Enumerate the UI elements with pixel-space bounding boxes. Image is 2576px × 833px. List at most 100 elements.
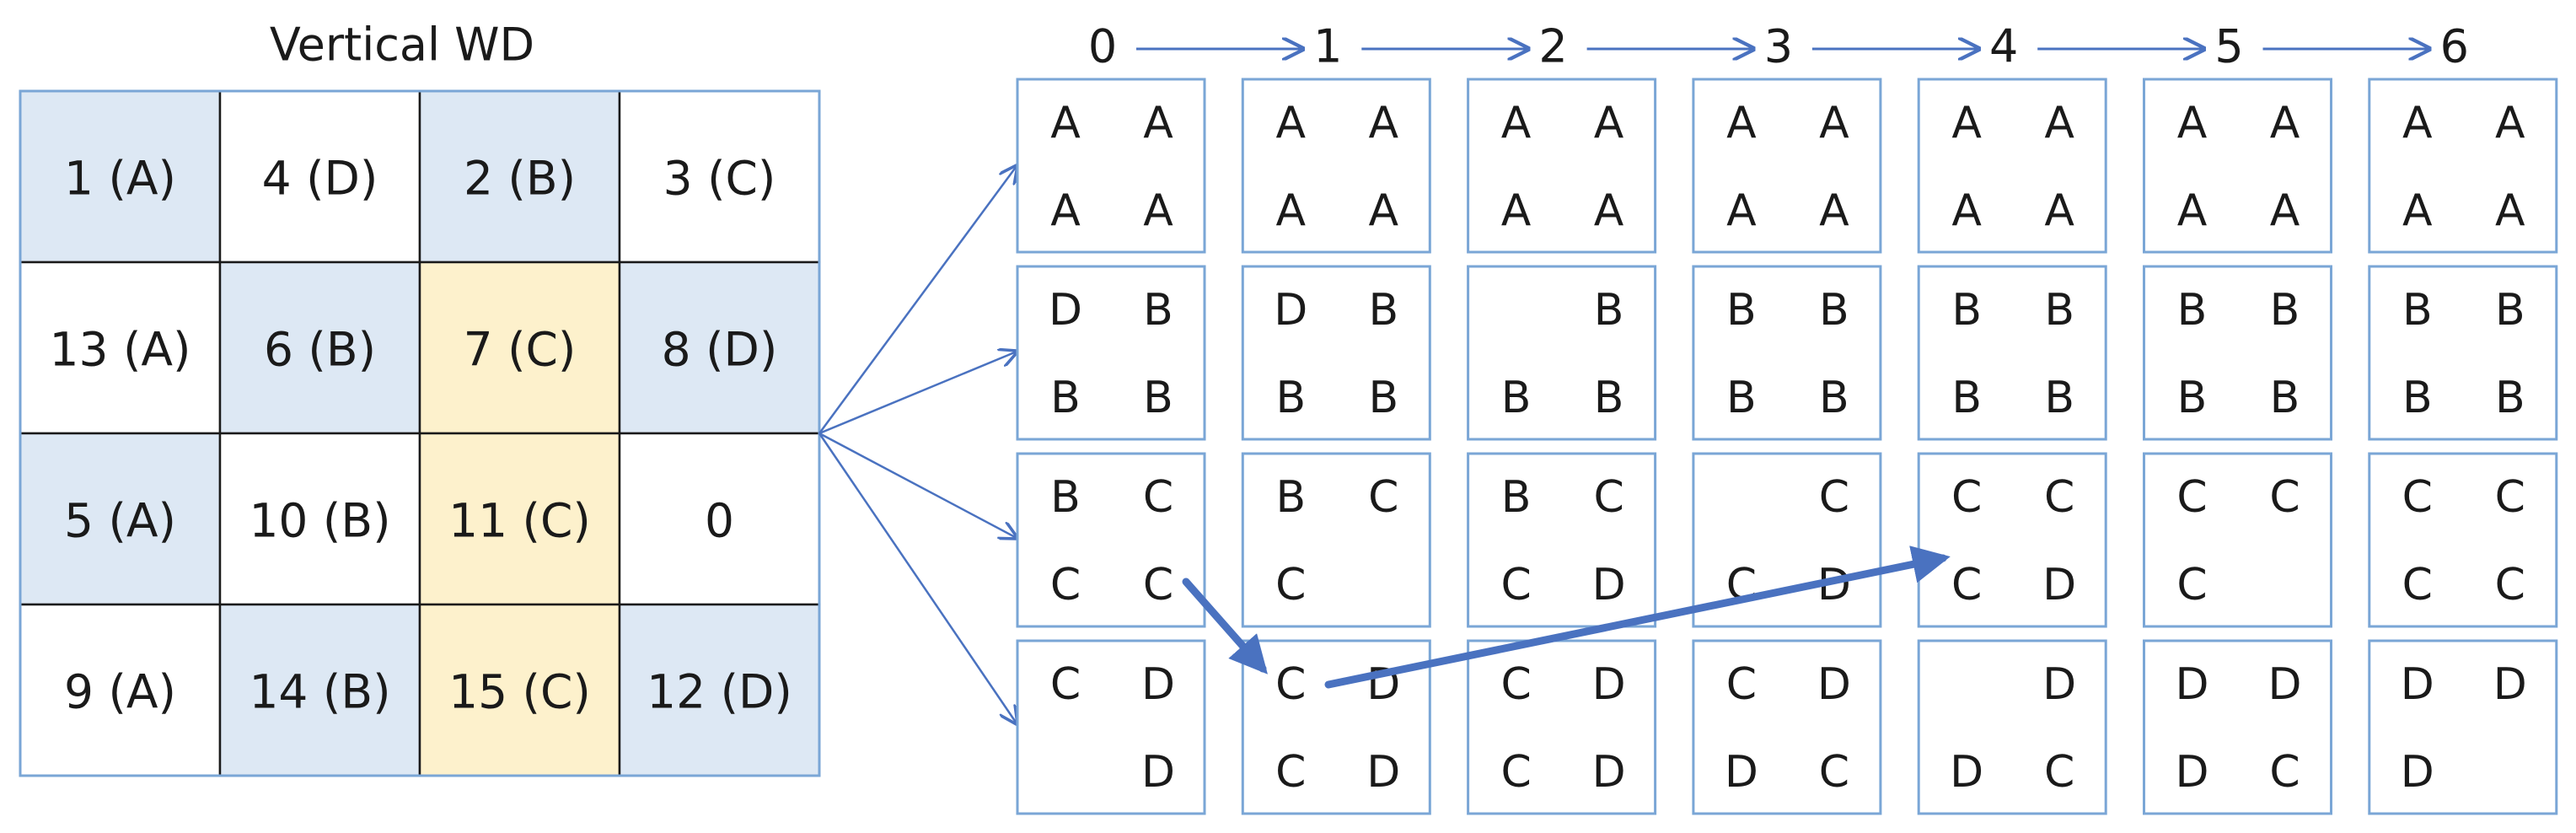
thread-block-border — [1917, 78, 2107, 254]
thread-block-border — [2143, 639, 2332, 815]
step-label: 2 — [1538, 20, 1567, 73]
grid-cell-label: 14 (B) — [249, 665, 390, 719]
block-letter: D — [2042, 659, 2076, 710]
thread-block-border — [2143, 78, 2332, 254]
step-label: 4 — [1989, 20, 2018, 73]
fan-out-arrow — [818, 432, 1017, 538]
grid-cell-label: 4 (D) — [262, 152, 378, 206]
thread-grid: 1 (A)4 (D)2 (B)3 (C)13 (A)6 (B)7 (C)8 (D… — [19, 89, 821, 777]
block-letter: C — [2402, 560, 2433, 610]
block-letter: D — [1141, 747, 1175, 798]
grid-cell: 1 (A) — [19, 89, 222, 264]
thread-block-border — [1692, 265, 1882, 441]
thread-block-border — [1917, 265, 2107, 441]
block-letter: A — [1726, 98, 1757, 148]
grid-cell-bg — [618, 603, 821, 777]
block-letter: D — [2401, 659, 2434, 710]
grid-cell: 2 (B) — [418, 89, 621, 264]
block-letter: C — [1819, 747, 1849, 798]
thread-block-border — [1016, 265, 1206, 441]
block-letter: C — [2044, 472, 2074, 523]
grid-cell-bg — [418, 603, 621, 777]
block-letter: D — [2042, 560, 2076, 610]
thread-block-border — [1467, 78, 1657, 254]
block-letter: B — [1819, 373, 1849, 423]
block-letter: B — [2044, 373, 2074, 423]
grid-cell: 5 (A) — [19, 432, 222, 606]
grid-cell: 11 (C) — [418, 432, 621, 606]
grid-cell: 4 (D) — [218, 89, 421, 264]
block-letter: A — [2044, 98, 2074, 148]
block-letter: D — [1592, 560, 1626, 610]
thread-block-border — [1467, 265, 1657, 441]
block-letter: D — [2267, 659, 2301, 710]
block-letter: C — [1500, 659, 1531, 710]
grid-cell-label: 9 (A) — [64, 665, 176, 719]
grid-cell-label: 7 (C) — [464, 323, 577, 377]
block-letter: A — [1501, 98, 1532, 148]
block-letter: D — [1049, 285, 1082, 336]
block-letter: A — [1951, 98, 1982, 148]
block-letter: A — [2270, 185, 2300, 236]
block-letter: A — [2044, 185, 2074, 236]
block-letter: B — [1501, 472, 1532, 523]
block-letter: B — [2044, 285, 2074, 336]
block-letter: B — [1951, 373, 1982, 423]
block-letter: A — [2495, 98, 2525, 148]
thread-block-border — [1917, 639, 2107, 815]
thread-block-border — [1692, 78, 1882, 254]
grid-cell: 6 (B) — [218, 261, 421, 435]
step-label: 5 — [2214, 20, 2243, 73]
thread-block-border — [1016, 639, 1206, 815]
block-letter: C — [1726, 659, 1757, 710]
block-letter: D — [2401, 747, 2434, 798]
block-letter: C — [1143, 560, 1173, 610]
block-letter: A — [1951, 185, 1982, 236]
block-letter: B — [2177, 285, 2208, 336]
block-letter: B — [1143, 285, 1173, 336]
block-letter: B — [1951, 285, 1982, 336]
path-arrows — [1182, 545, 1951, 689]
step-label: 6 — [2440, 20, 2469, 73]
thread-block-border — [1241, 452, 1431, 628]
block-letter: A — [1369, 98, 1399, 148]
block-letter: A — [2402, 185, 2433, 236]
thread-block-border — [2368, 265, 2558, 441]
fan-out-arrow — [818, 166, 1017, 434]
block-letter: B — [2495, 373, 2525, 423]
block-letter: A — [1594, 98, 1624, 148]
block-letter: B — [1594, 373, 1624, 423]
block-letter: D — [2175, 659, 2208, 710]
block-letter: B — [1726, 285, 1757, 336]
block-letter: C — [1275, 659, 1306, 710]
grid-cell: 12 (D) — [618, 603, 821, 777]
block-letter: A — [1369, 185, 1399, 236]
block-letter: D — [1592, 747, 1626, 798]
grid-cell-bg — [618, 261, 821, 435]
block-letter: C — [1143, 472, 1173, 523]
thread-block-border — [1692, 452, 1882, 628]
block-letter: C — [2176, 472, 2207, 523]
block-letter: D — [1725, 747, 1758, 798]
block-letter: A — [1143, 98, 1173, 148]
thread-block-border — [1692, 639, 1882, 815]
block-letter: D — [1366, 659, 1400, 710]
block-letter: A — [1276, 185, 1307, 236]
block-letter: B — [1143, 373, 1173, 423]
block-letter: A — [1050, 98, 1081, 148]
block-letter: B — [2177, 373, 2208, 423]
grid-cell-label: 3 (C) — [663, 152, 776, 206]
block-letter: C — [1500, 560, 1531, 610]
